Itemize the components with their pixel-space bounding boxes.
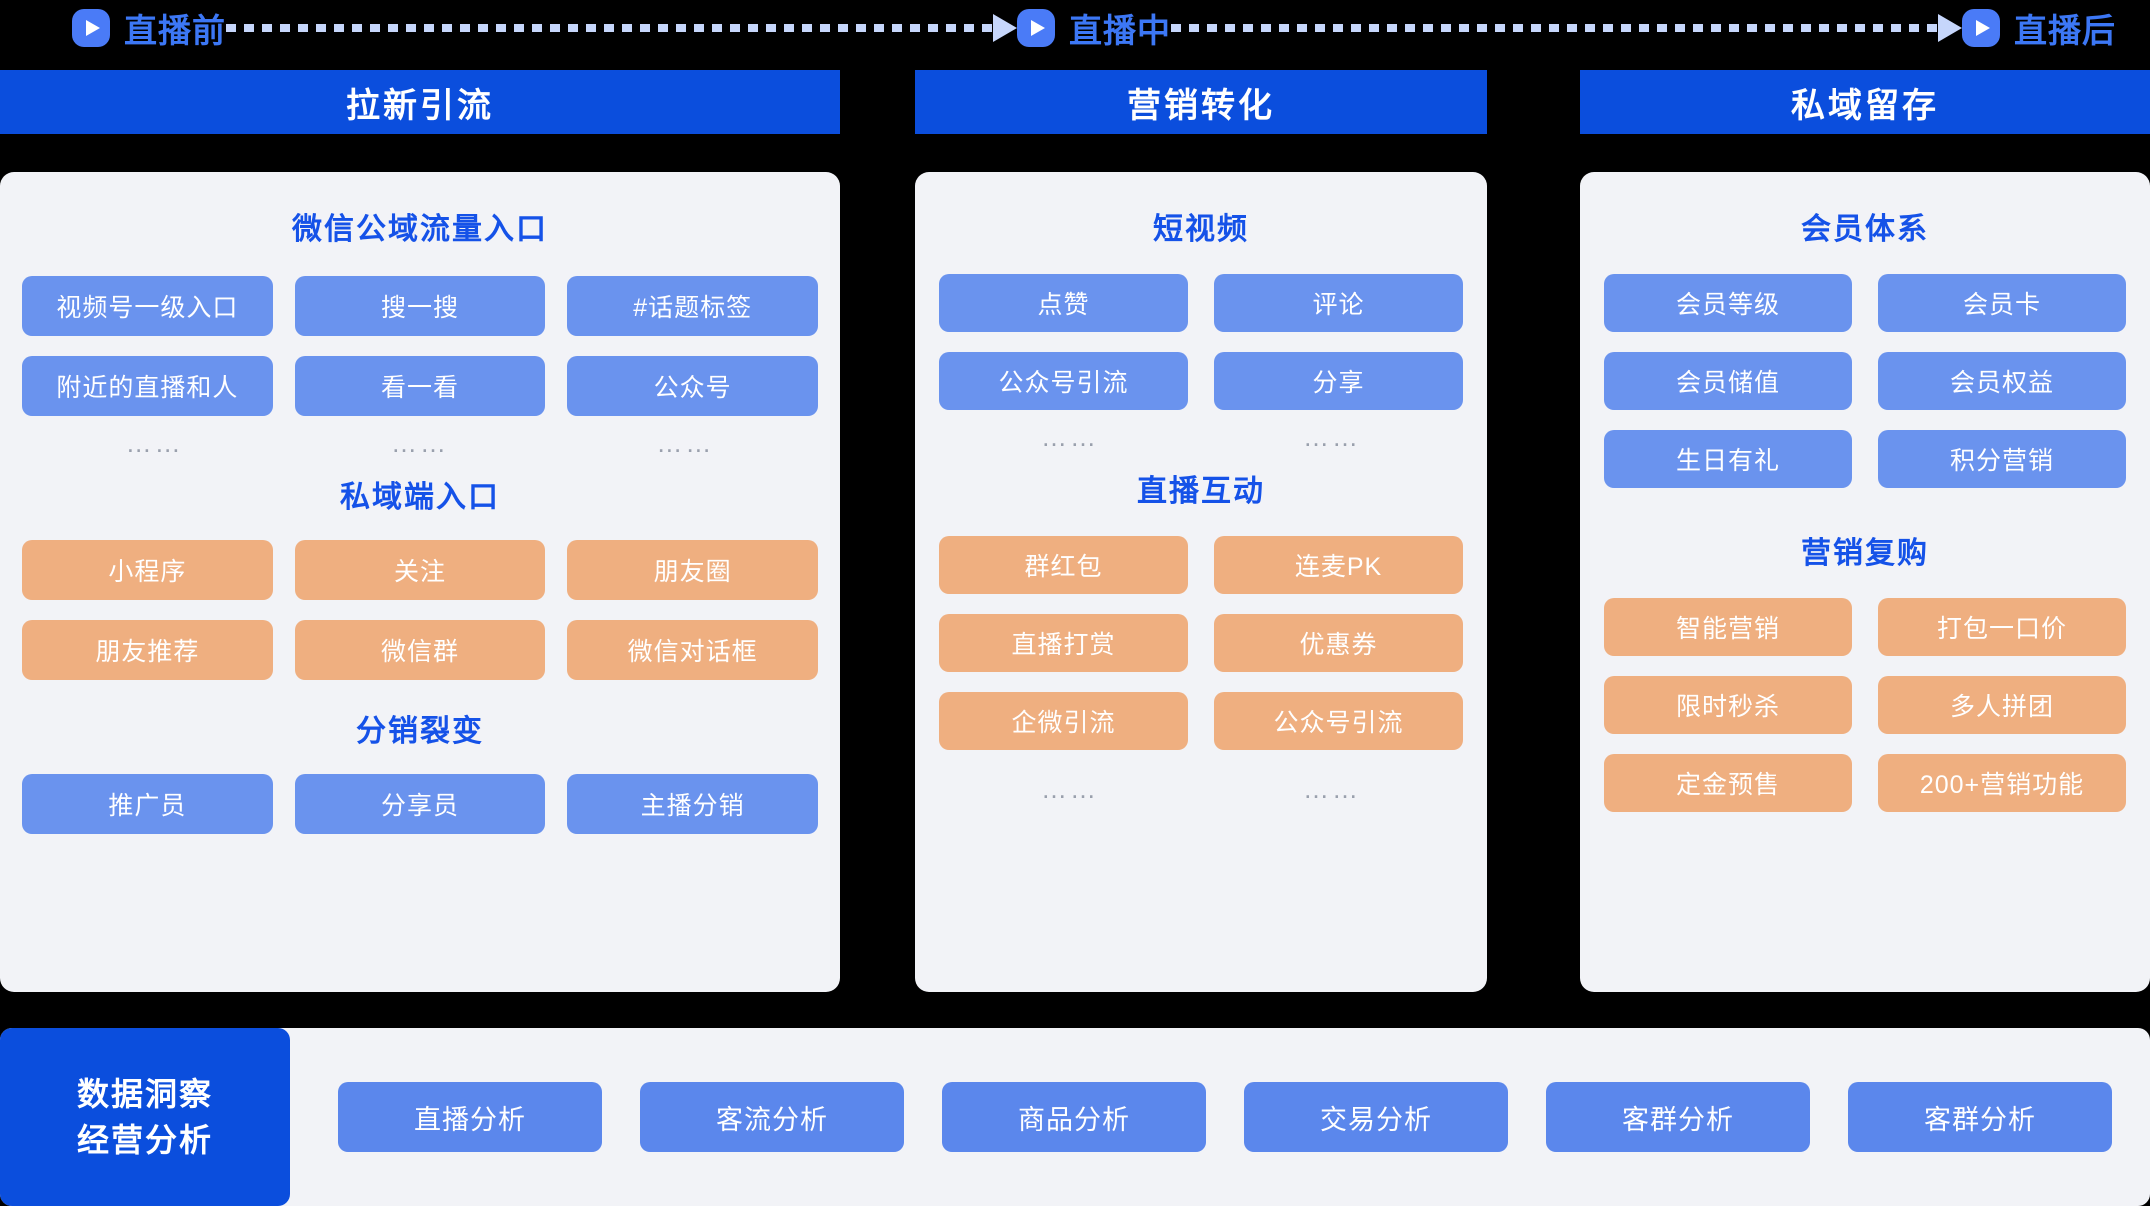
ellipsis-row-wechat-public-entry: …… …… …… bbox=[22, 430, 818, 456]
chip-group-live-interaction: 群红包 连麦PK 直播打赏 优惠券 企微引流 公众号引流 bbox=[939, 536, 1463, 750]
chip-kanyikan[interactable]: 看一看 bbox=[294, 356, 546, 416]
chip-anchor-distribution[interactable]: 主播分销 bbox=[567, 774, 818, 834]
play-icon bbox=[1962, 9, 2000, 47]
data-insight-block: 数据洞察 经营分析 bbox=[0, 1028, 290, 1206]
connector-arrowhead-icon bbox=[1938, 14, 1962, 42]
panel-acquisition: 微信公域流量入口 视频号一级入口 搜一搜 #话题标签 附近的直播和人 看一看 公… bbox=[0, 172, 840, 992]
column-header-conversion: 营销转化 bbox=[915, 70, 1487, 134]
chip-member-benefits[interactable]: 会员权益 bbox=[1878, 352, 2126, 410]
section-title-marketing-repurchase: 营销复购 bbox=[1801, 537, 1929, 570]
connector-arrow-2 bbox=[1171, 14, 1962, 42]
analysis-chip-transaction[interactable]: 交易分析 bbox=[1244, 1082, 1508, 1152]
chip-group-private-domain-entry: 小程序 关注 朋友圈 朋友推荐 微信群 微信对话框 bbox=[22, 540, 818, 680]
chip-friend-recommend[interactable]: 朋友推荐 bbox=[22, 620, 273, 680]
chip-promoter[interactable]: 推广员 bbox=[22, 774, 273, 834]
ellipsis: …… bbox=[125, 428, 184, 458]
chip-official-account-traffic-2[interactable]: 公众号引流 bbox=[1214, 692, 1463, 750]
chip-wechat-group[interactable]: 微信群 bbox=[294, 620, 546, 680]
chip-official-account-traffic[interactable]: 公众号引流 bbox=[939, 352, 1188, 410]
play-icon bbox=[1017, 9, 1055, 47]
analysis-chip-row: 直播分析 客流分析 商品分析 交易分析 客群分析 客群分析 bbox=[320, 1028, 2130, 1206]
chip-group-membership-system: 会员等级 会员卡 会员储值 会员权益 生日有礼 积分营销 bbox=[1604, 274, 2126, 488]
chip-official-account[interactable]: 公众号 bbox=[567, 356, 818, 416]
chip-group-wechat-public-entry: 视频号一级入口 搜一搜 #话题标签 附近的直播和人 看一看 公众号 bbox=[22, 276, 818, 416]
chip-deposit-presale[interactable]: 定金预售 bbox=[1604, 754, 1852, 812]
chip-follow[interactable]: 关注 bbox=[294, 540, 546, 600]
chip-200-plus-marketing-features[interactable]: 200+营销功能 bbox=[1878, 754, 2126, 812]
connector-arrowhead-icon bbox=[993, 14, 1017, 42]
analysis-chip-live[interactable]: 直播分析 bbox=[338, 1082, 602, 1152]
column-header-acquisition: 拉新引流 bbox=[0, 70, 840, 134]
chip-mic-pk[interactable]: 连麦PK bbox=[1214, 536, 1463, 594]
chip-moments[interactable]: 朋友圈 bbox=[567, 540, 818, 600]
phase-item-post-live[interactable]: 直播后 bbox=[1962, 4, 2116, 52]
phase-strip: 直播前 直播中 直播后 bbox=[0, 0, 2150, 56]
analysis-chip-customer-group-2[interactable]: 客群分析 bbox=[1848, 1082, 2112, 1152]
section-title-private-domain-entry: 私域端入口 bbox=[340, 481, 500, 514]
chip-smart-marketing[interactable]: 智能营销 bbox=[1604, 598, 1852, 656]
chip-live-reward[interactable]: 直播打赏 bbox=[939, 614, 1188, 672]
chip-flash-sale[interactable]: 限时秒杀 bbox=[1604, 676, 1852, 734]
ellipsis: …… bbox=[390, 428, 449, 458]
chip-points-marketing[interactable]: 积分营销 bbox=[1878, 430, 2126, 488]
analysis-chip-customer-group-1[interactable]: 客群分析 bbox=[1546, 1082, 1810, 1152]
connector-dots bbox=[226, 24, 993, 32]
chip-member-card[interactable]: 会员卡 bbox=[1878, 274, 2126, 332]
connector-arrow-1 bbox=[226, 14, 1017, 42]
ellipsis: …… bbox=[656, 428, 715, 458]
section-title-short-video: 短视频 bbox=[1153, 213, 1249, 246]
ellipsis: …… bbox=[1041, 774, 1099, 804]
chip-group-buying[interactable]: 多人拼团 bbox=[1878, 676, 2126, 734]
chip-like[interactable]: 点赞 bbox=[939, 274, 1188, 332]
chip-sharer[interactable]: 分享员 bbox=[294, 774, 546, 834]
ellipsis: …… bbox=[1303, 774, 1361, 804]
chip-group-redpacket[interactable]: 群红包 bbox=[939, 536, 1188, 594]
phase-label-during-live: 直播中 bbox=[1069, 12, 1171, 49]
chip-group-distribution-fission: 推广员 分享员 主播分销 bbox=[22, 774, 818, 834]
chip-share[interactable]: 分享 bbox=[1214, 352, 1463, 410]
data-insight-line1: 数据洞察 bbox=[76, 1075, 213, 1112]
ellipsis: …… bbox=[1303, 422, 1361, 452]
chip-nearby-live[interactable]: 附近的直播和人 bbox=[22, 356, 273, 416]
chip-bundle-price[interactable]: 打包一口价 bbox=[1878, 598, 2126, 656]
phase-item-pre-live[interactable]: 直播前 bbox=[72, 4, 226, 52]
ellipsis-row-short-video: …… …… bbox=[939, 424, 1463, 450]
panel-retention: 会员体系 会员等级 会员卡 会员储值 会员权益 生日有礼 积分营销 营销复购 智… bbox=[1580, 172, 2150, 992]
chip-mini-program[interactable]: 小程序 bbox=[22, 540, 273, 600]
chip-member-stored-value[interactable]: 会员储值 bbox=[1604, 352, 1852, 410]
chip-search[interactable]: 搜一搜 bbox=[294, 276, 546, 336]
chip-shipinhao-entry[interactable]: 视频号一级入口 bbox=[22, 276, 273, 336]
chip-group-short-video: 点赞 评论 公众号引流 分享 bbox=[939, 274, 1463, 410]
section-title-distribution-fission: 分销裂变 bbox=[356, 715, 484, 748]
analysis-chip-product[interactable]: 商品分析 bbox=[942, 1082, 1206, 1152]
chip-member-level[interactable]: 会员等级 bbox=[1604, 274, 1852, 332]
connector-dots bbox=[1171, 24, 1938, 32]
chip-comment[interactable]: 评论 bbox=[1214, 274, 1463, 332]
section-title-wechat-public-entry: 微信公域流量入口 bbox=[292, 213, 548, 246]
chip-coupon[interactable]: 优惠券 bbox=[1214, 614, 1463, 672]
phase-item-during-live[interactable]: 直播中 bbox=[1017, 4, 1171, 52]
column-header-retention: 私域留存 bbox=[1580, 70, 2150, 134]
data-insight-line2: 经营分析 bbox=[76, 1122, 213, 1158]
phase-label-post-live: 直播后 bbox=[2014, 12, 2116, 49]
chip-group-marketing-repurchase: 智能营销 打包一口价 限时秒杀 多人拼团 定金预售 200+营销功能 bbox=[1604, 598, 2126, 812]
chip-wechat-chatbox[interactable]: 微信对话框 bbox=[567, 620, 818, 680]
section-title-membership-system: 会员体系 bbox=[1801, 213, 1929, 246]
chip-topic-tag[interactable]: #话题标签 bbox=[567, 276, 818, 336]
ellipsis-row-live-interaction: …… …… bbox=[939, 776, 1463, 802]
analysis-chip-traffic[interactable]: 客流分析 bbox=[640, 1082, 904, 1152]
phase-label-pre-live: 直播前 bbox=[124, 12, 226, 49]
section-title-live-interaction: 直播互动 bbox=[1137, 475, 1265, 508]
chip-qiwei-traffic[interactable]: 企微引流 bbox=[939, 692, 1188, 750]
ellipsis: …… bbox=[1041, 422, 1099, 452]
panel-conversion: 短视频 点赞 评论 公众号引流 分享 …… …… 直播互动 群红包 连麦PK 直… bbox=[915, 172, 1487, 992]
chip-birthday-gift[interactable]: 生日有礼 bbox=[1604, 430, 1852, 488]
play-icon bbox=[72, 9, 110, 47]
